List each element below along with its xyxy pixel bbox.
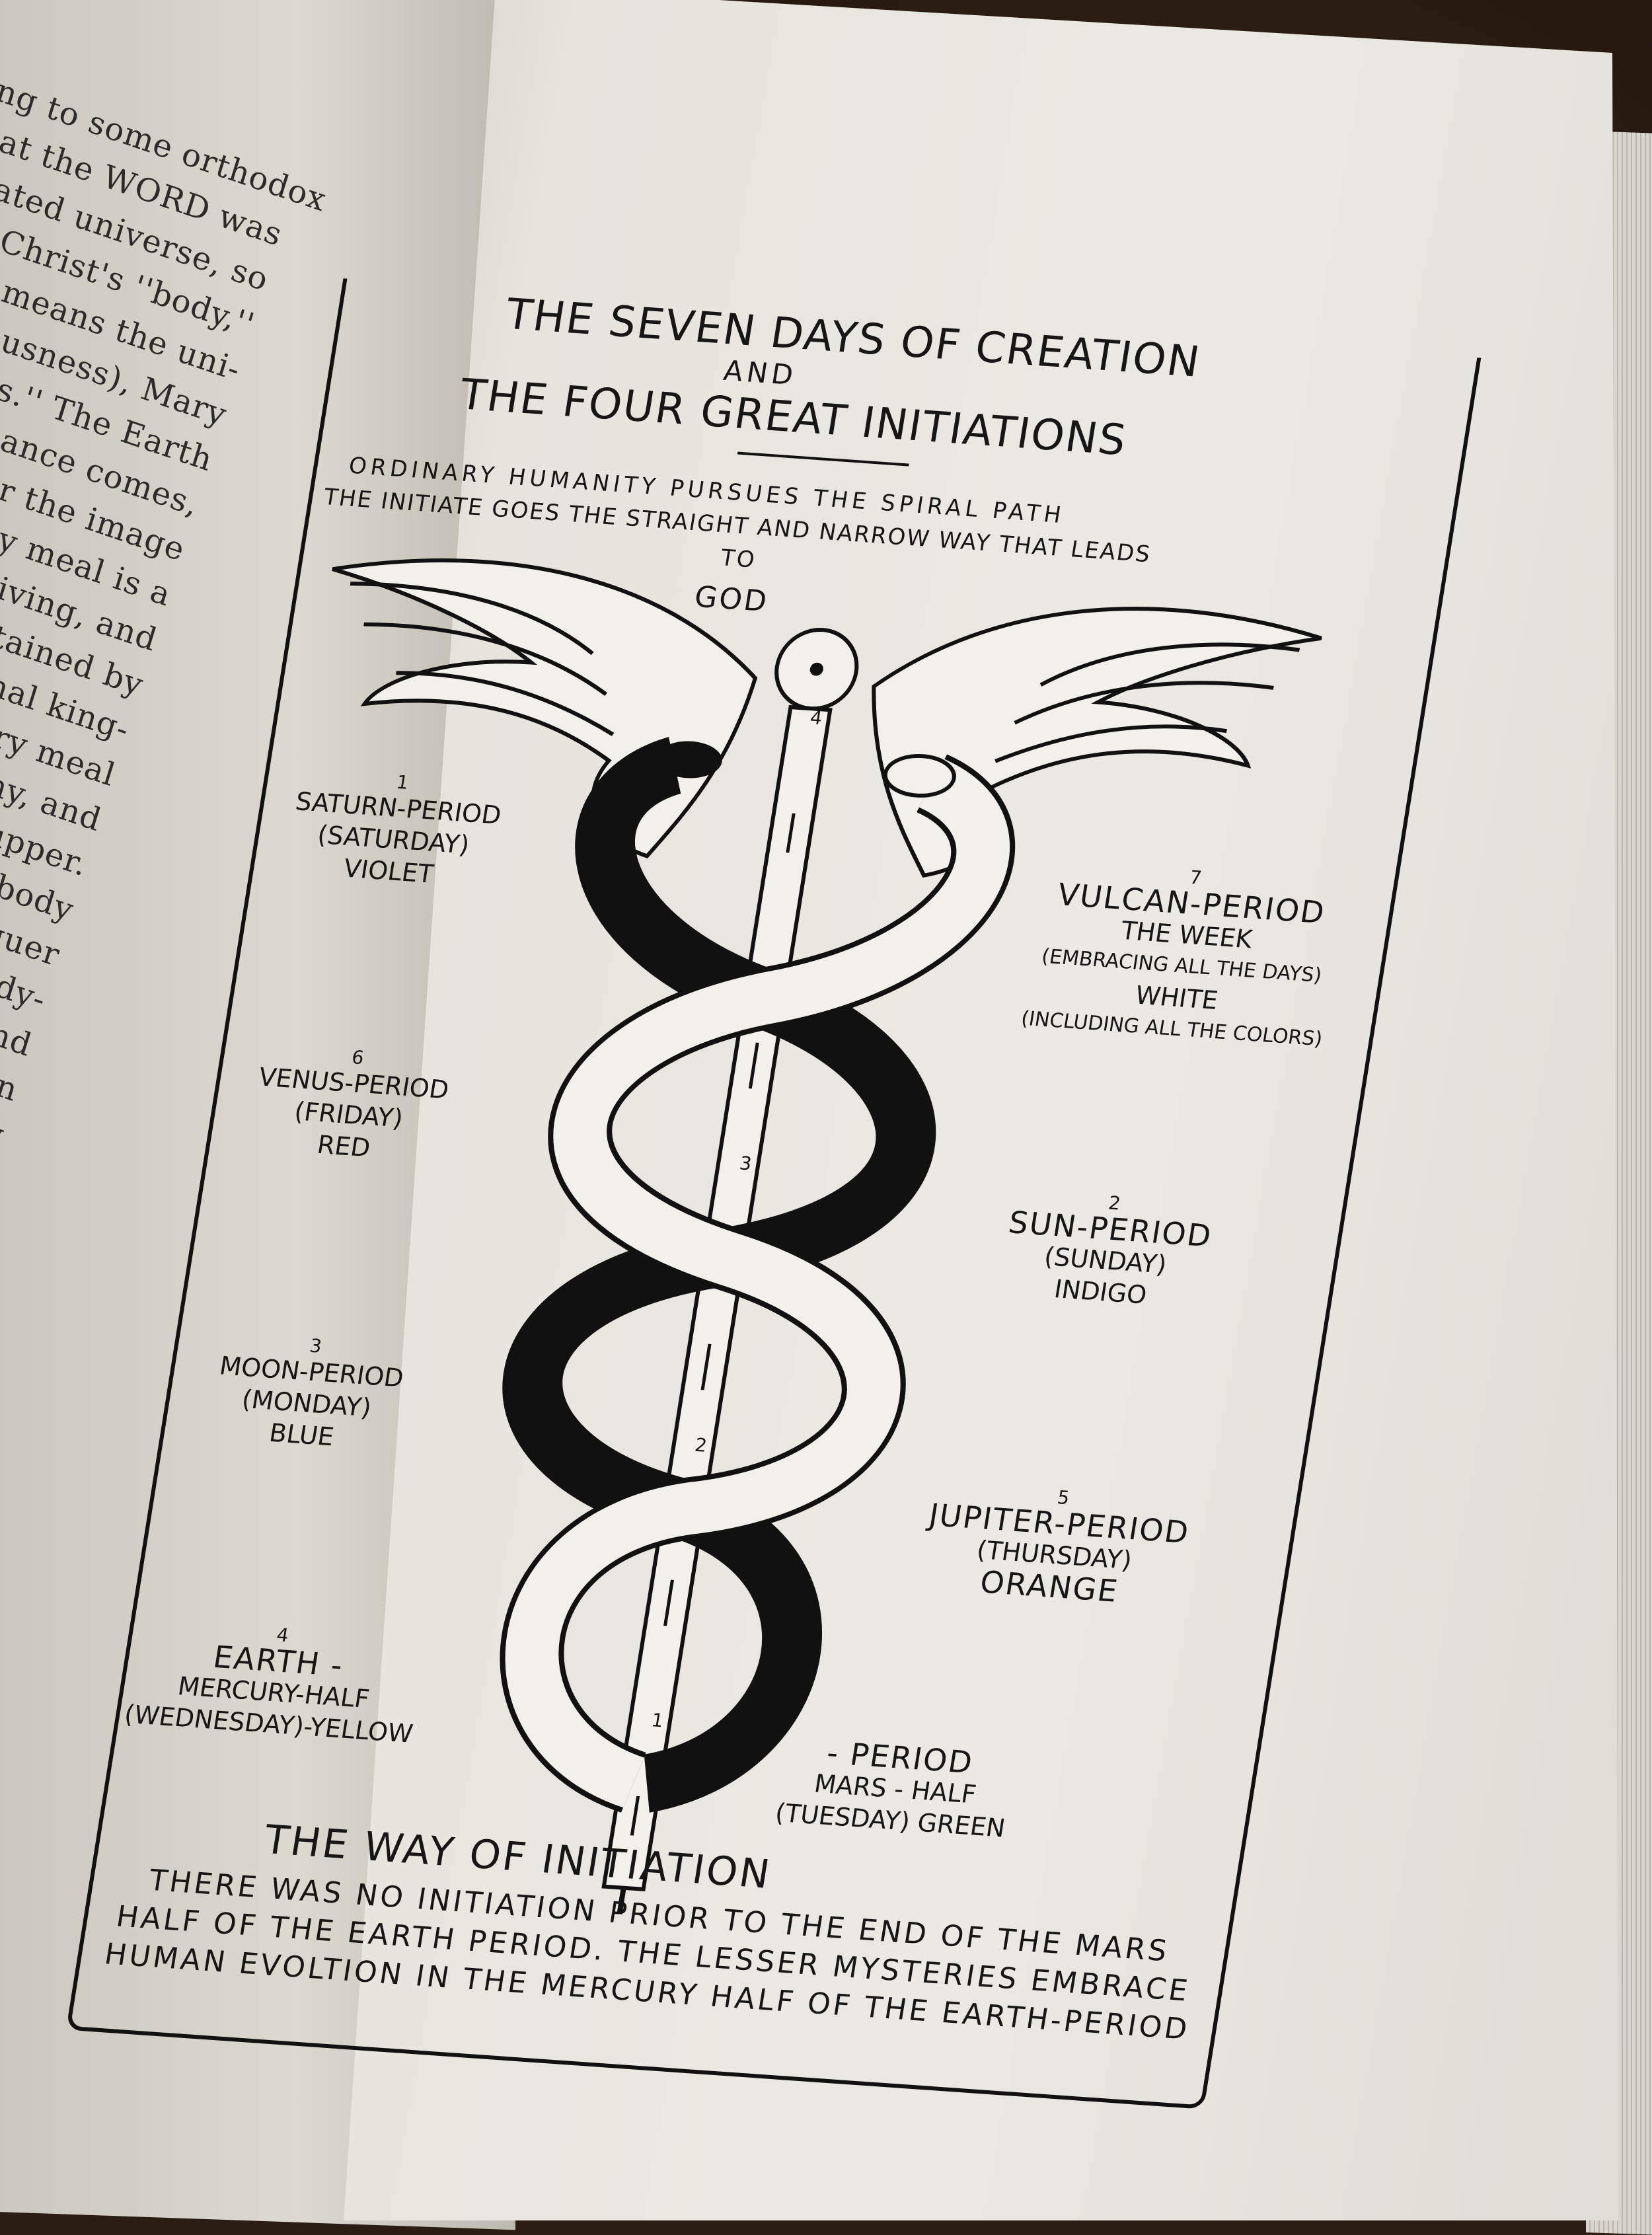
light-serpent (505, 759, 1010, 1808)
jupiter-period-label: 5 JUPITER-PERIOD (THURSDAY) ORANGE (917, 1479, 1195, 1611)
saturn-period-label: 1 SATURN-PERIOD (SATURDAY) VIOLET (283, 766, 507, 894)
caduceus-illustration (68, 278, 1485, 2109)
staff-arrows (630, 813, 796, 1836)
venus-period-label: 6 VENUS-PERIOD (FRIDAY) RED (246, 1042, 454, 1169)
title-underline (737, 451, 909, 467)
mars-period-label: - PERIOD MARS - HALF (TUESDAY) GREEN (773, 1734, 1018, 1844)
plate-god: GOD (692, 580, 771, 619)
sun-period-label: 2 SUN-PERIOD (SUNDAY) INDIGO (996, 1186, 1217, 1314)
light-serpent-head (883, 753, 956, 798)
plate-to: TO (718, 545, 759, 574)
caduceus-plate: THE SEVEN DAYS OF CREATION AND THE FOUR … (61, 278, 1486, 2114)
vulcan-period-label: 7 VULCAN-PERIOD THE WEEK (EMBRACING ALL … (1019, 858, 1348, 1056)
moon-period-label: 3 MOON-PERIOD (MONDAY) BLUE (207, 1330, 409, 1457)
plate-title-and: AND (721, 354, 800, 392)
dark-serpent-head (656, 741, 722, 778)
earth-period-label: 4 EARTH - MERCURY-HALF (WEDNESDAY)-YELLO… (122, 1616, 428, 1750)
